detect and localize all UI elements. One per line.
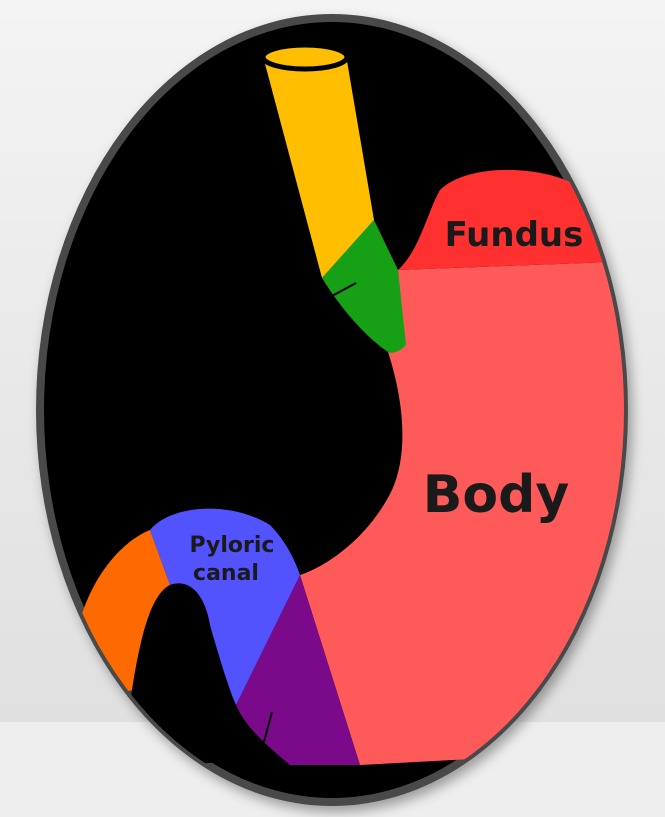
label-pyloric-line2: canal: [193, 561, 259, 586]
label-body: Body: [423, 465, 569, 525]
label-pyloric-line1: Pyloric: [190, 533, 275, 558]
label-fundus: Fundus: [445, 215, 584, 255]
esophagus-opening: [263, 45, 347, 69]
